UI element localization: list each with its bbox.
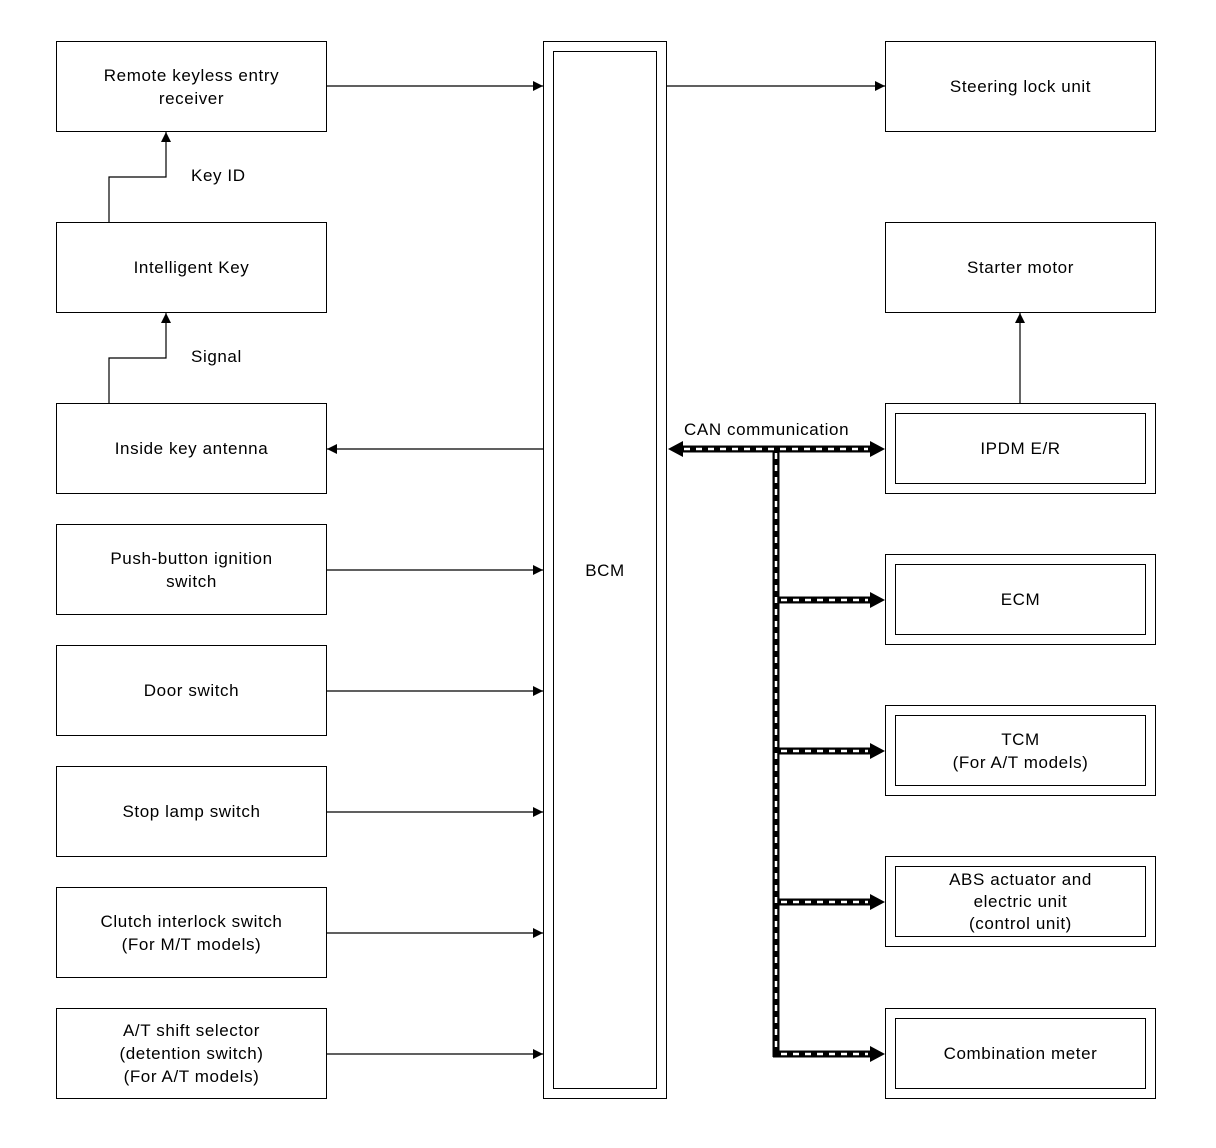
abs-actuator-label: ABS actuator and electric unit (control … — [949, 869, 1092, 933]
clutch-interlock-switch-box: Clutch interlock switch (For M/T models) — [56, 887, 327, 978]
intelligent-key-box: Intelligent Key — [56, 222, 327, 313]
can-arrow-bcm — [668, 441, 683, 457]
remote-keyless-entry-receiver-label: Remote keyless entry receiver — [103, 65, 280, 108]
ipdm-er-label: IPDM E/R — [980, 439, 1061, 458]
combination-meter-inner: Combination meter — [895, 1018, 1146, 1089]
at-shift-selector-label: A/T shift selector (detention switch) (F… — [119, 1021, 264, 1086]
ecm-inner: ECM — [895, 564, 1146, 635]
line-keyid — [108, 132, 171, 222]
key-id-label: Key ID — [191, 166, 246, 185]
remote-keyless-entry-receiver-box: Remote keyless entry receiver — [56, 41, 327, 132]
abs-actuator-box: ABS actuator and electric unit (control … — [885, 856, 1156, 947]
push-button-ignition-switch-label: Push-button ignition switch — [110, 548, 273, 591]
can-arrow-meter — [870, 1046, 885, 1062]
push-button-ignition-switch-box: Push-button ignition switch — [56, 524, 327, 615]
steering-lock-unit-box: Steering lock unit — [885, 41, 1156, 132]
line-signal — [108, 313, 171, 403]
can-communication-label: CAN communication — [684, 420, 850, 439]
door-switch-box: Door switch — [56, 645, 327, 736]
at-shift-selector-box: A/T shift selector (detention switch) (F… — [56, 1008, 327, 1099]
bcm-label: BCM — [585, 560, 625, 580]
inside-key-antenna-label: Inside key antenna — [114, 439, 269, 458]
stop-lamp-switch-label: Stop lamp switch — [122, 802, 261, 821]
bcm-box: BCM — [543, 41, 667, 1099]
signal-label: Signal — [191, 347, 242, 366]
ipdm-er-inner: IPDM E/R — [895, 413, 1146, 484]
stop-lamp-switch-box: Stop lamp switch — [56, 766, 327, 857]
ipdm-er-box: IPDM E/R — [885, 403, 1156, 494]
tcm-inner: TCM (For A/T models) — [895, 715, 1146, 786]
steering-lock-unit-label: Steering lock unit — [949, 77, 1092, 96]
combination-meter-box: Combination meter — [885, 1008, 1156, 1099]
abs-actuator-inner: ABS actuator and electric unit (control … — [895, 866, 1146, 937]
can-arrow-ecm — [870, 592, 885, 608]
starter-motor-box: Starter motor — [885, 222, 1156, 313]
combination-meter-label: Combination meter — [943, 1044, 1098, 1063]
can-arrow-tcm — [870, 743, 885, 759]
tcm-label: TCM (For A/T models) — [952, 729, 1089, 772]
clutch-interlock-switch-label: Clutch interlock switch (For M/T models) — [100, 911, 283, 954]
intelligent-key-label: Intelligent Key — [133, 258, 250, 277]
starter-motor-label: Starter motor — [967, 258, 1074, 277]
ecm-box: ECM — [885, 554, 1156, 645]
ecm-label: ECM — [1000, 590, 1041, 609]
inside-key-antenna-box: Inside key antenna — [56, 403, 327, 494]
tcm-box: TCM (For A/T models) — [885, 705, 1156, 796]
can-arrow-abs — [870, 894, 885, 910]
bcm-inner: BCM — [553, 51, 657, 1089]
can-arrow-ipdm — [870, 441, 885, 457]
door-switch-label: Door switch — [143, 681, 240, 700]
